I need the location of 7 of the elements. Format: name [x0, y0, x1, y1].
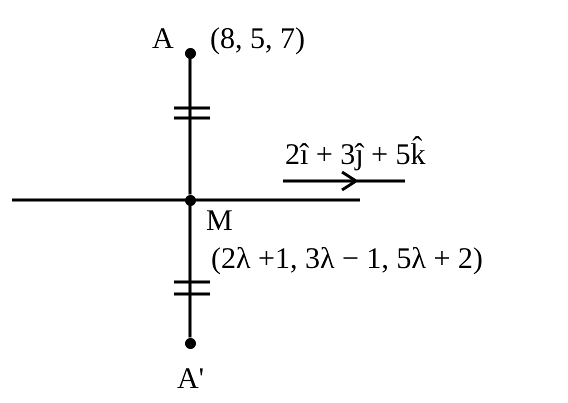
- coordinate-label: (2λ +1, 3λ − 1, 5λ + 2): [211, 244, 483, 274]
- point-label: A': [177, 364, 204, 394]
- line-segment: [188, 58, 192, 194]
- point-label: M: [206, 206, 233, 236]
- coordinate-label: (8, 5, 7): [210, 24, 305, 54]
- point-label: A: [152, 24, 174, 54]
- line-segment: [188, 206, 192, 338]
